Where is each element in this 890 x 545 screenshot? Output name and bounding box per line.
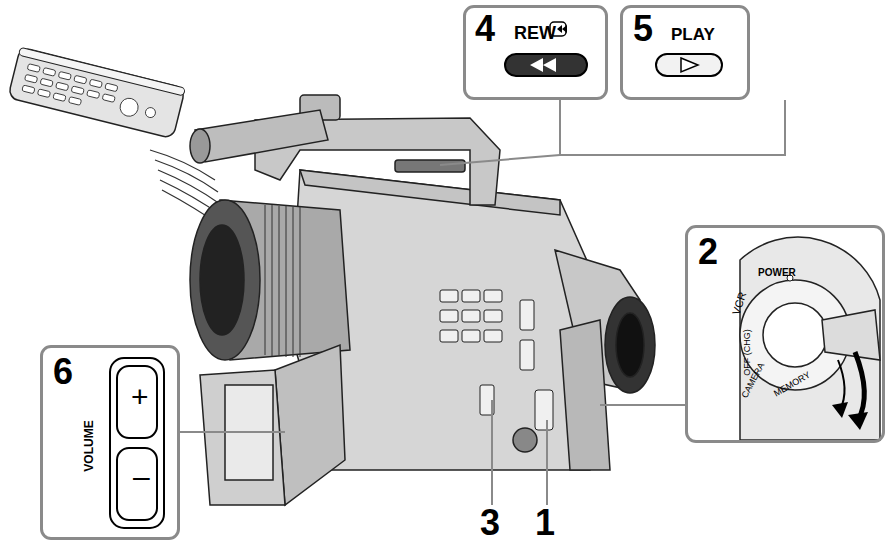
- switch-position: MEMORY: [772, 371, 811, 399]
- callout-box: 4 REW: [463, 5, 608, 100]
- button-label: PLAY: [671, 26, 715, 43]
- button-label: REW: [514, 24, 556, 42]
- button-symbol: +: [131, 382, 149, 412]
- callout-box: 6VOLUME + –: [40, 345, 180, 540]
- switch-label: POWER: [758, 268, 796, 278]
- remote-control: [8, 47, 186, 139]
- switch-position: VCR: [731, 291, 749, 316]
- camcorder: [190, 95, 655, 505]
- button-label: VOLUME: [83, 420, 95, 471]
- callout-number: 5: [633, 11, 653, 47]
- callout-fills: [40, 5, 885, 540]
- callout-box: 5 PLAY: [620, 5, 750, 100]
- callout-box: 2POWERVCROFF (CHG)CAMERAMEMORY: [685, 225, 885, 443]
- volume-buttons: [110, 358, 164, 528]
- play-button: [656, 54, 722, 76]
- switch-position: OFF (CHG): [743, 329, 752, 376]
- callout-number: 1: [535, 505, 555, 541]
- power-dial: [740, 237, 880, 440]
- callout-number: 6: [53, 354, 73, 390]
- button-symbol: –: [133, 462, 150, 492]
- callout-number: 2: [698, 234, 718, 270]
- rew-button: [505, 22, 587, 76]
- callout-number: 3: [480, 505, 500, 541]
- callout-number: 4: [475, 11, 495, 47]
